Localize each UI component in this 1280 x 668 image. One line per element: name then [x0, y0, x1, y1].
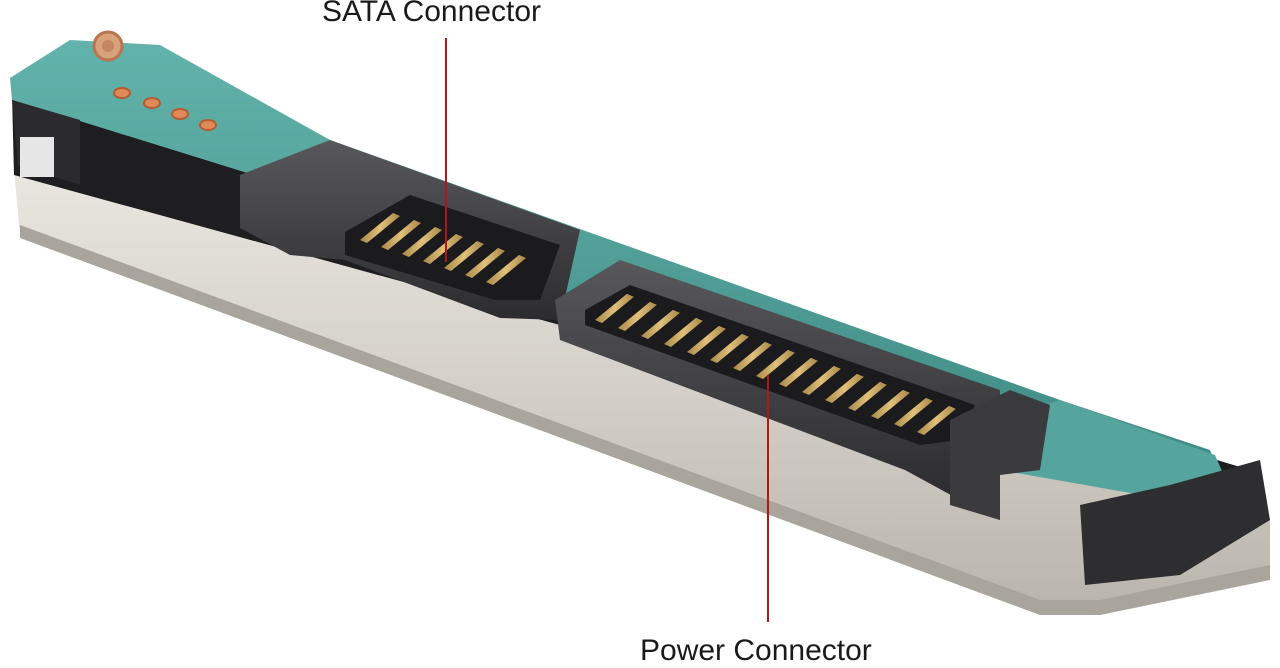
right-latch [950, 390, 1050, 520]
power-pin [664, 317, 703, 347]
power-pin [825, 373, 864, 403]
power-pin [618, 301, 657, 331]
sata-pin [465, 248, 505, 278]
sata-connector-label: SATA Connector [322, 0, 541, 28]
power-pin [779, 357, 818, 387]
power-pins [595, 293, 956, 435]
sata-pin [486, 255, 526, 285]
left-label-tab [20, 137, 54, 177]
power-pin [733, 341, 772, 371]
sata-pin [381, 220, 421, 250]
power-pin [802, 365, 841, 395]
pcb-right-section [1000, 400, 1225, 500]
sata-pin [423, 234, 463, 264]
power-pin [710, 333, 749, 363]
power-pin [687, 325, 726, 355]
drive-chassis [14, 170, 1270, 610]
power-pin [641, 309, 680, 339]
power-connector-label: Power Connector [640, 634, 872, 667]
sata-pin [402, 227, 442, 257]
power-pin [595, 293, 634, 323]
power-pin [756, 349, 795, 379]
right-end-block [1080, 460, 1270, 585]
solder-pads [113, 87, 217, 131]
sata-pins [360, 213, 526, 285]
sata-pin [444, 241, 484, 271]
power-pin [871, 389, 910, 419]
power-pin [848, 381, 887, 411]
power-pin [894, 397, 933, 427]
power-pin [917, 405, 956, 435]
sata-pin [360, 213, 400, 243]
